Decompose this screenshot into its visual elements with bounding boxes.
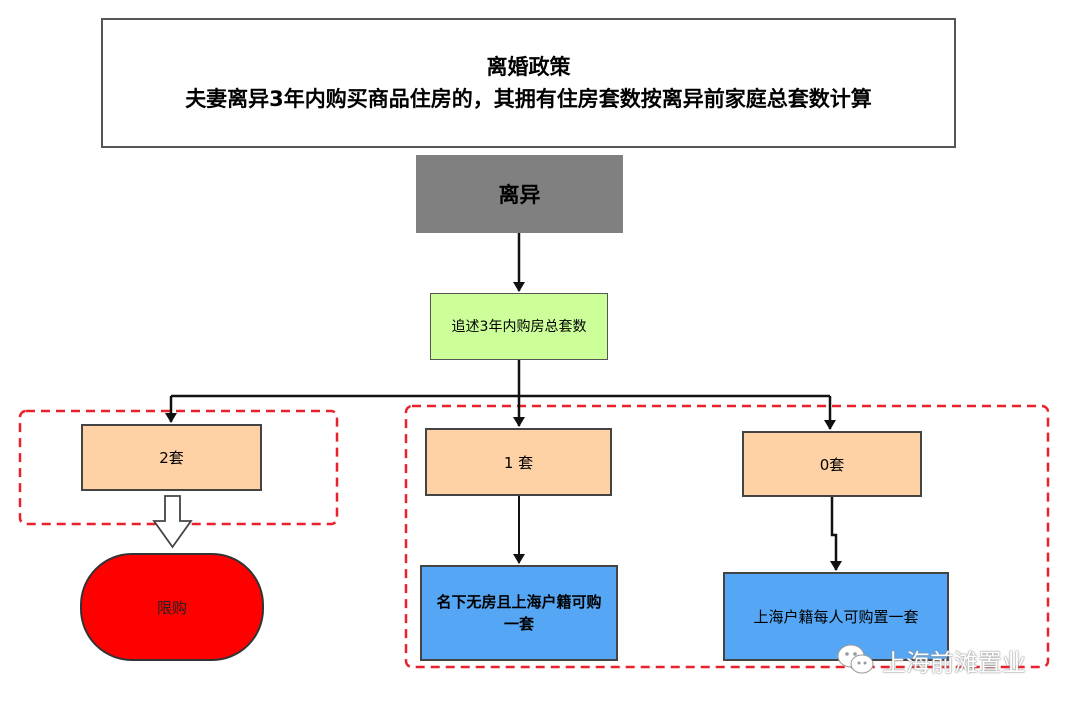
hollow-down-arrow bbox=[152, 495, 193, 549]
policy-description: 夫妻离异3年内购买商品住房的，其拥有住房套数按离异前家庭总套数计算 bbox=[185, 87, 872, 111]
wechat-icon bbox=[837, 644, 874, 674]
node-restricted: 限购 bbox=[80, 553, 264, 661]
node-per-person-can-buy-one: 上海户籍每人可购置一套 bbox=[723, 572, 949, 661]
policy-title-box: 离婚政策 夫妻离异3年内购买商品住房的，其拥有住房套数按离异前家庭总套数计算 bbox=[101, 18, 956, 148]
watermark-text: 上海前滩置业 bbox=[882, 648, 1026, 677]
node-divorce: 离异 bbox=[416, 155, 623, 233]
node-one-set: 1 套 bbox=[425, 428, 612, 496]
dashed-group-allowed bbox=[404, 404, 1050, 669]
node-trace-purchases: 追述3年内购房总套数 bbox=[430, 293, 608, 360]
watermark: 上海前滩置业 bbox=[836, 640, 1026, 680]
node-zero-sets: 0套 bbox=[742, 431, 922, 497]
node-two-sets: 2套 bbox=[81, 424, 262, 491]
policy-title: 离婚政策 bbox=[486, 55, 571, 79]
arrow-zero-sets-to-result bbox=[830, 497, 842, 571]
node-no-house-can-buy-one: 名下无房且上海户籍可购一套 bbox=[420, 565, 618, 661]
